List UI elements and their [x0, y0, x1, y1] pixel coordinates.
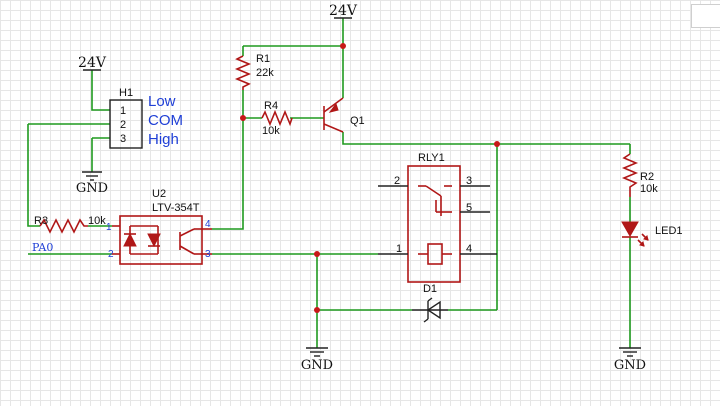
led-led1[interactable]: LED1	[621, 221, 683, 247]
r4-designator: R4	[264, 100, 278, 112]
h1-label-high: High	[148, 131, 179, 148]
q1-designator: Q1	[350, 115, 365, 127]
junction-dot	[314, 251, 320, 257]
resistor-r4[interactable]: R4 10k	[261, 100, 293, 137]
u2-designator: U2	[152, 188, 166, 200]
rly1-pin-4: 4	[466, 243, 472, 255]
r3-designator: R3	[34, 215, 48, 227]
junction-dot	[240, 115, 246, 121]
h1-pin-1: 1	[120, 105, 126, 117]
u2-part-number: LTV-354T	[152, 202, 200, 214]
junction-dot	[340, 43, 346, 49]
power-symbol-24v-header[interactable]: 24V	[78, 55, 107, 71]
ground-symbol-header[interactable]: GND	[76, 171, 108, 196]
net-label-24v-header: 24V	[78, 55, 107, 71]
r1-value: 22k	[256, 67, 274, 79]
relay-rly1[interactable]: RLY1 2 3 5 1 4	[378, 152, 497, 283]
diode-d1[interactable]: D1	[412, 283, 448, 323]
u2-pin-4: 4	[205, 219, 211, 230]
r1-designator: R1	[256, 53, 270, 65]
gnd-label-led: GND	[614, 358, 646, 373]
transistor-q1[interactable]: Q1	[323, 97, 365, 133]
optocoupler-u2[interactable]: U2 LTV-354T 1 2 3 4	[106, 188, 212, 265]
power-symbol-24v-top[interactable]: 24V	[329, 3, 358, 19]
ground-symbol-led[interactable]: GND	[614, 347, 646, 373]
junctions	[240, 43, 500, 313]
ground-symbol-main[interactable]: GND	[301, 347, 333, 373]
resistor-r1[interactable]: R1 22k	[234, 53, 274, 90]
h1-pin-3: 3	[120, 133, 126, 145]
net-label-24v: 24V	[329, 3, 358, 19]
r4-value: 10k	[262, 125, 280, 137]
r2-value: 10k	[640, 183, 658, 195]
u2-pin-1: 1	[106, 222, 112, 233]
rly1-designator: RLY1	[418, 152, 445, 164]
u2-pin-2: 2	[108, 249, 114, 260]
h1-designator: H1	[119, 87, 133, 99]
net-label-pa0[interactable]: PA0	[32, 241, 53, 254]
led1-designator: LED1	[655, 225, 683, 237]
gnd-label-main: GND	[301, 358, 333, 373]
resistor-r3[interactable]: R3 10k	[34, 215, 106, 234]
rly1-pin-1: 1	[396, 243, 402, 255]
wires	[27, 18, 631, 348]
gnd-label-header: GND	[76, 181, 108, 196]
h1-pin-2: 2	[120, 119, 126, 131]
r2-designator: R2	[640, 171, 654, 183]
resistor-r2[interactable]: R2 10k	[621, 153, 658, 197]
h1-label-low: Low	[148, 93, 176, 110]
u2-pin-3: 3	[205, 249, 211, 260]
junction-dot	[494, 141, 500, 147]
header-h1[interactable]: H1 1 2 3 Low COM High	[109, 87, 183, 149]
rly1-pin-3: 3	[466, 175, 472, 187]
minimap-thumbnail[interactable]	[691, 4, 720, 28]
rly1-pin-2: 2	[394, 175, 400, 187]
rly1-pin-5: 5	[466, 202, 472, 214]
d1-designator: D1	[423, 283, 437, 295]
pa0-label: PA0	[32, 241, 53, 254]
h1-label-com: COM	[148, 112, 183, 129]
r3-value: 10k	[88, 215, 106, 227]
junction-dot	[314, 307, 320, 313]
